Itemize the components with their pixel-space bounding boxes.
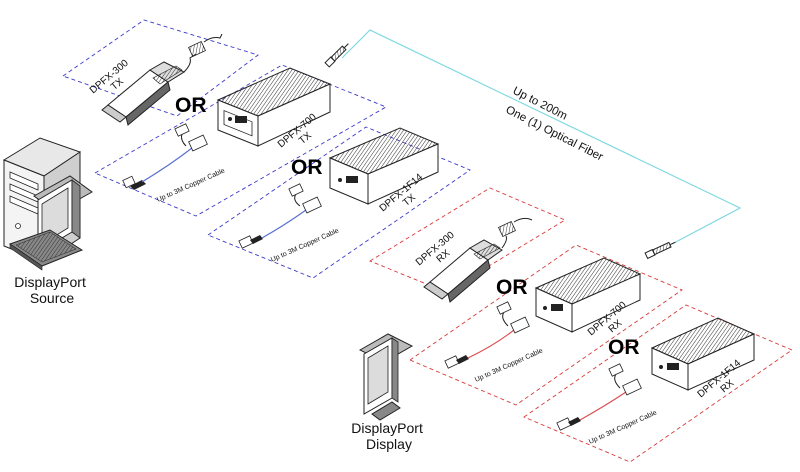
copper-cable-label-tx-3: Up to 3M Copper Cable: [270, 227, 340, 263]
display-monitor-icon: [358, 333, 414, 421]
rx-group-2-border: [409, 244, 683, 406]
or-label-rx-1: OR: [496, 276, 528, 299]
copper-cable-rx-3-icon: [556, 363, 642, 431]
copper-cable-label-tx-2: Up to 3M Copper Cable: [156, 167, 226, 203]
source-label-line1: DisplayPort: [14, 274, 86, 290]
copper-cable-label-rx-2: Up to 3M Copper Cable: [474, 347, 544, 383]
rx-group-1-border: [369, 187, 566, 293]
tx-group-3-border: [207, 126, 471, 279]
rx-1-model-label: DPFX-300: [414, 229, 457, 268]
tx-1-model-label: DPFX-300: [88, 57, 131, 96]
copper-cable-tx-3-icon: [238, 183, 322, 249]
copper-cable-tx-2-icon: [122, 123, 208, 190]
dpfx-300-tx-dongle-icon: [101, 33, 223, 126]
fiber-connector-tx-icon: [324, 43, 349, 68]
keyboard-icon: [8, 229, 84, 271]
svg-text:DisplayPort Display: DisplayPort Display: [351, 420, 426, 452]
source-label-line2: Source: [30, 290, 75, 306]
or-label-tx-2: OR: [291, 156, 323, 179]
copper-cable-rx-2-icon: [444, 301, 530, 369]
dpfx-700-tx-box-icon: [216, 67, 332, 147]
optical-fiber-line: [341, 29, 742, 245]
rx-group-3-border: [523, 304, 793, 463]
pc-monitor-icon: [33, 175, 93, 253]
dpfx-1f14-tx-box-icon: [328, 127, 440, 205]
dpfx-700-rx-box-icon: [534, 257, 642, 333]
display-label-line1: DisplayPort: [351, 420, 423, 436]
or-label-rx-2: OR: [608, 336, 640, 359]
fiber-connector-rx-icon: [644, 241, 676, 260]
svg-text:DisplayPort Source: DisplayPort Source: [14, 274, 89, 306]
display-label-line2: Display: [366, 436, 412, 452]
dpfx-300-rx-dongle-icon: [423, 217, 533, 303]
or-label-tx-1: OR: [175, 94, 207, 117]
copper-cable-label-rx-3: Up to 3M Copper Cable: [588, 409, 658, 445]
dpfx-1f14-rx-box-icon: [650, 317, 756, 391]
